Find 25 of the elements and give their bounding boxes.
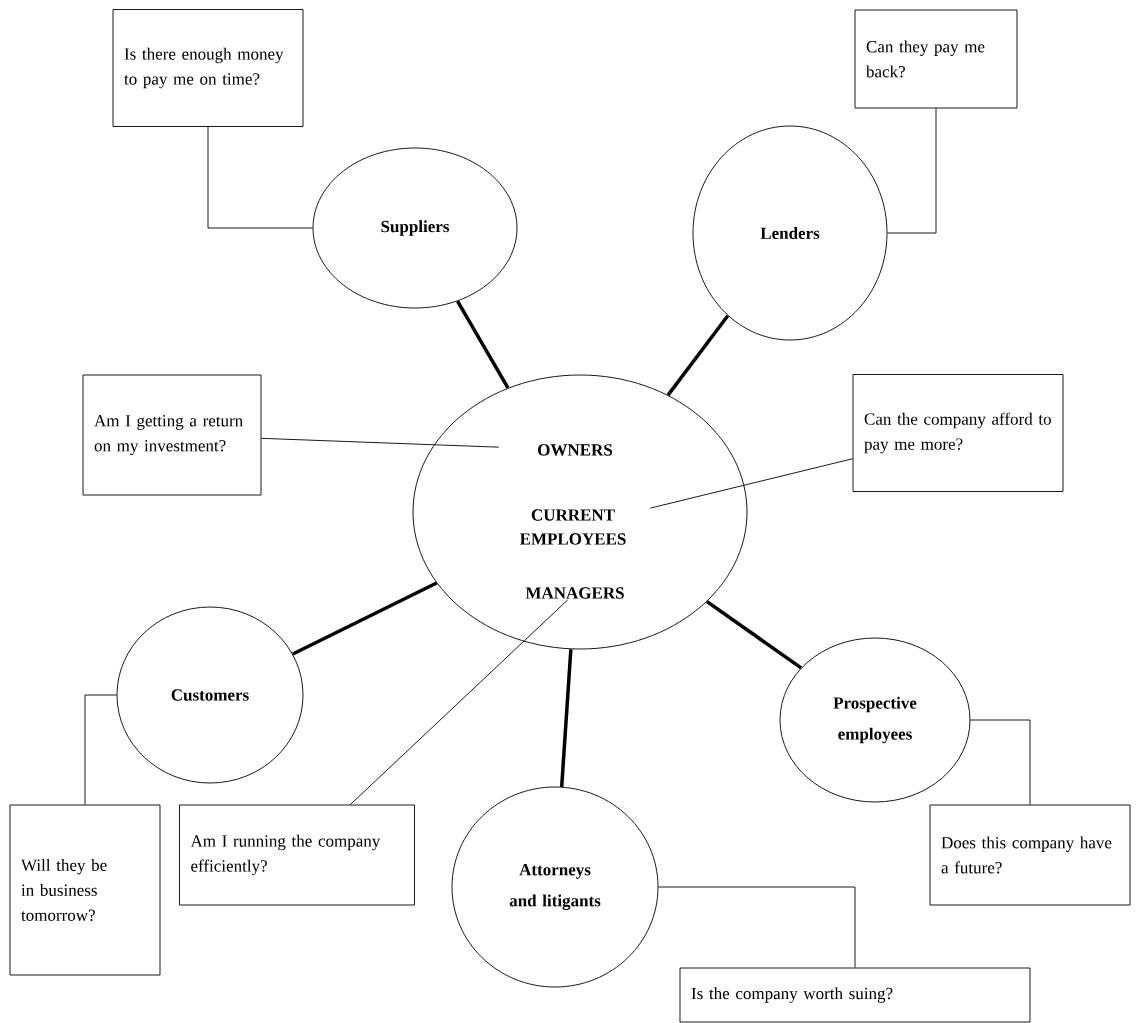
question-box: Does this company have a future? xyxy=(929,804,1131,906)
question-box: Am I getting a return on my investment? xyxy=(82,374,262,496)
leader-line xyxy=(207,126,313,229)
central-ellipse xyxy=(412,374,748,650)
leader-line xyxy=(658,886,856,968)
leader-line xyxy=(650,458,853,509)
leader-line xyxy=(349,599,569,805)
question-box: Is the company worth suing? xyxy=(679,967,1031,1023)
leader-line xyxy=(261,437,500,448)
ellipse-label: CURRENT EMPLOYEES xyxy=(519,509,626,545)
question-box: Is there enough money to pay me on time? xyxy=(112,9,304,127)
leader-line xyxy=(887,108,937,234)
ellipse-label: OWNERS xyxy=(538,444,613,456)
question-box: Can the company afford to pay me more? xyxy=(852,374,1064,492)
question-box: Am I running the company efficiently? xyxy=(179,804,415,906)
connector-line xyxy=(706,600,803,670)
question-box: Will they be in business tomorrow? xyxy=(9,804,161,976)
leader-line xyxy=(970,719,1031,805)
question-box: Can they pay me back? xyxy=(854,9,1018,109)
connector-line xyxy=(456,300,510,389)
ellipse-label: MANAGERS xyxy=(525,587,624,599)
connector-line xyxy=(559,649,573,787)
connector-line xyxy=(666,314,730,397)
leader-line xyxy=(84,694,117,805)
connector-line xyxy=(292,581,438,656)
